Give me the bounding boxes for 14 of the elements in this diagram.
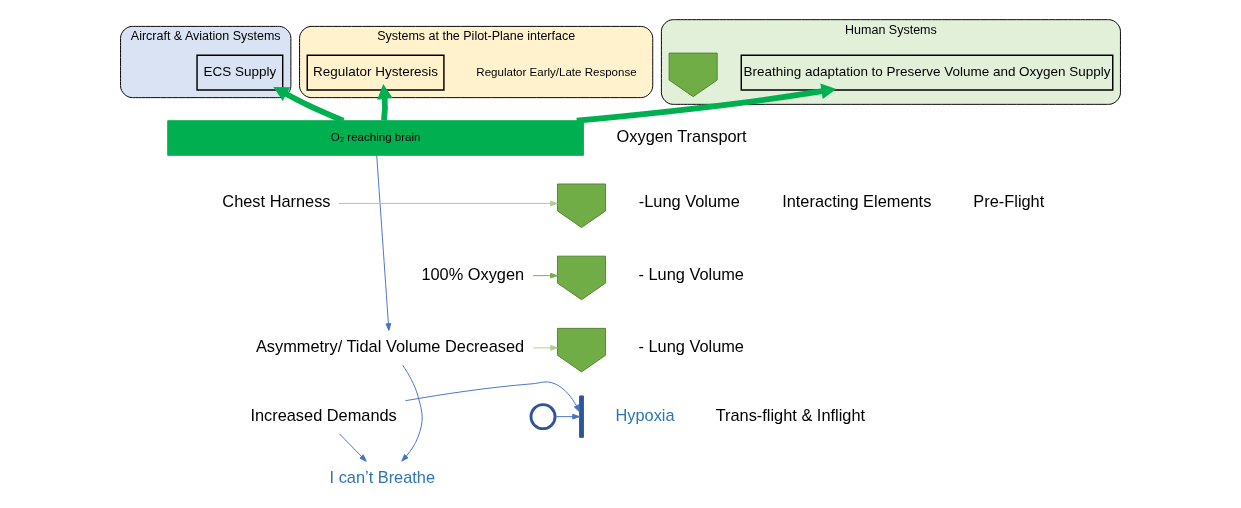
node-label: - Lung Volume xyxy=(638,336,744,355)
node-text: I can’t Breathe xyxy=(329,467,436,486)
node-text: 100% Oxygen xyxy=(421,264,525,283)
node-text: Increased Demands xyxy=(250,405,397,424)
node-text: Asymmetry/ Tidal Volume Decreased xyxy=(255,336,525,355)
node-text: Chest Harness xyxy=(222,192,331,211)
node-text: Regulator Early/Late Response xyxy=(476,65,637,78)
node-label: -Lung Volume xyxy=(638,192,740,211)
label: Oxygen Transport xyxy=(616,126,747,145)
node-label: Hypoxia xyxy=(615,405,675,424)
node-label: - Lung Volume xyxy=(638,264,744,283)
label: Pre-Flight xyxy=(973,192,1045,211)
label: Trans-flight & Inflight xyxy=(715,405,866,424)
label: Interacting Elements xyxy=(782,192,932,211)
